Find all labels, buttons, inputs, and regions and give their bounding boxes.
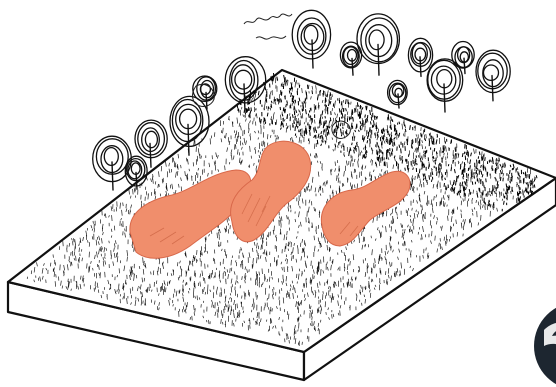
tree-icon [93, 136, 132, 190]
tree-icon [357, 14, 399, 75]
tree-icon [388, 80, 408, 108]
model-base [8, 70, 556, 380]
corner-logo-mark [534, 302, 556, 387]
tree-icon [476, 50, 510, 101]
tree-icon [452, 42, 474, 74]
tree-icon [292, 10, 330, 68]
